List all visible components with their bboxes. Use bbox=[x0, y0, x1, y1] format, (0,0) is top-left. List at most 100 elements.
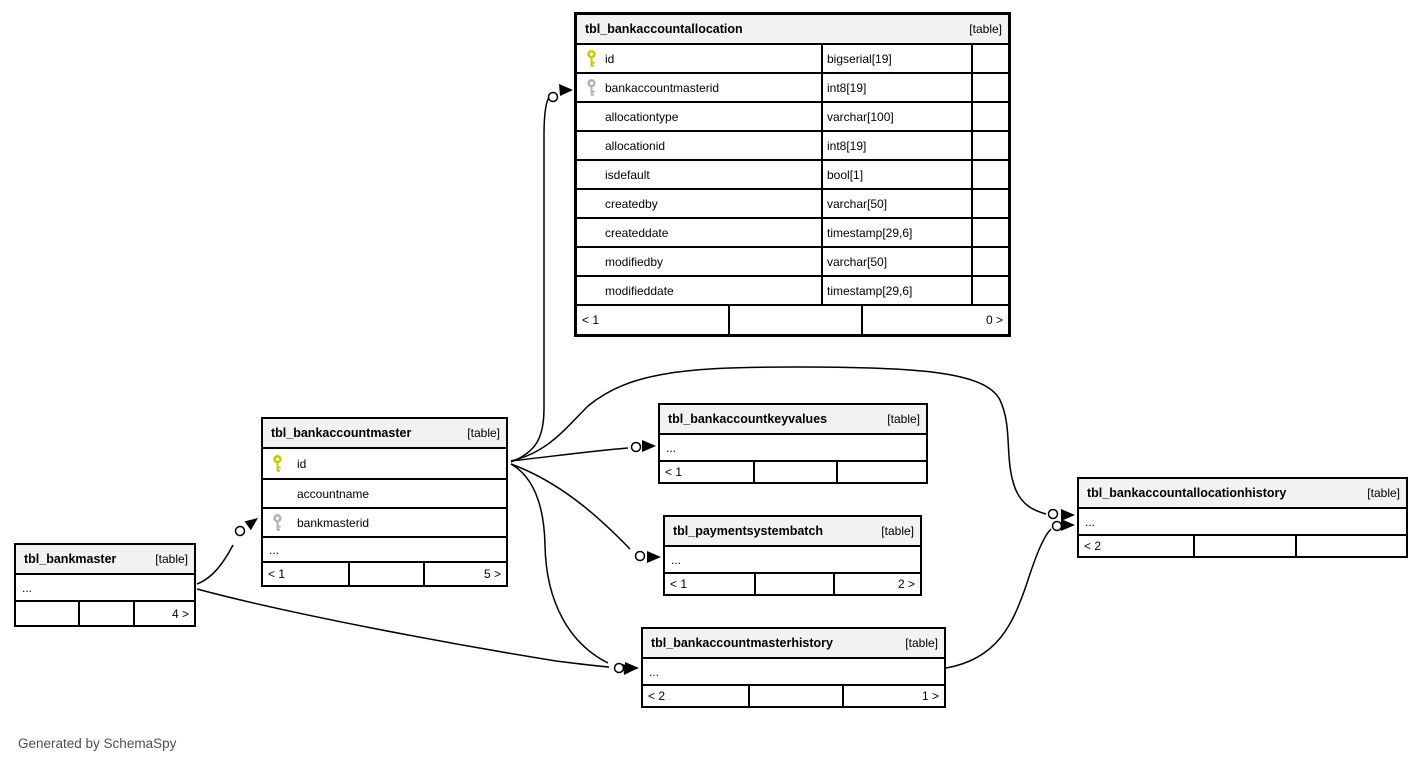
table-name-link[interactable]: tbl_bankmaster bbox=[24, 552, 117, 566]
children-count: 4 > bbox=[133, 602, 194, 625]
column-type: varchar[50] bbox=[821, 248, 971, 275]
table-header: tbl_bankaccountallocation [table] bbox=[577, 15, 1008, 45]
spare-cell bbox=[971, 161, 1008, 188]
column-row-bankmasterid: bankmasterid bbox=[263, 507, 506, 536]
table-name-link[interactable]: tbl_bankaccountkeyvalues bbox=[668, 412, 828, 426]
column-name: id bbox=[605, 51, 615, 66]
arrowhead bbox=[647, 551, 661, 563]
table-name-link[interactable]: tbl_bankaccountallocation bbox=[585, 22, 743, 36]
table-header: tbl_bankaccountmasterhistory [table] bbox=[643, 629, 944, 659]
arrowhead bbox=[1061, 519, 1075, 531]
parents-count: < 1 bbox=[670, 577, 688, 591]
column-type: varchar[50] bbox=[821, 190, 971, 217]
arrowhead bbox=[623, 664, 636, 675]
column-type: varchar[100] bbox=[821, 103, 971, 130]
column-name: allocationid bbox=[605, 138, 666, 153]
column-name: modifiedby bbox=[605, 254, 664, 269]
children-count: 1 > bbox=[841, 686, 944, 706]
arrowhead bbox=[642, 440, 656, 452]
table-name-link[interactable]: tbl_bankaccountmaster bbox=[271, 426, 412, 440]
column-row-createdby: createdby varchar[50] bbox=[577, 188, 1008, 217]
column-row-id: id bigserial[19] bbox=[577, 45, 1008, 72]
table-name-link[interactable]: tbl_bankaccountallocationhistory bbox=[1087, 486, 1287, 500]
column-name: isdefault bbox=[605, 167, 650, 182]
column-type: timestamp[29,6] bbox=[821, 277, 971, 304]
table-header: tbl_bankaccountallocationhistory [table] bbox=[1079, 479, 1406, 509]
children-count: 5 > bbox=[423, 563, 506, 585]
table-badge: [table] bbox=[467, 426, 500, 440]
spare-cell bbox=[971, 45, 1008, 72]
column-name: createddate bbox=[605, 225, 669, 240]
columns-ellipsis-row: ... bbox=[1079, 509, 1406, 534]
spare-cell bbox=[971, 132, 1008, 159]
crowfoot-circle bbox=[547, 91, 559, 103]
table-tbl_bankaccountkeyvalues: tbl_bankaccountkeyvalues [table] ... < 1 bbox=[658, 403, 928, 484]
column-list: id bigserial[19] bankaccountmasterid int8[1… bbox=[577, 45, 1008, 304]
footer-spacer bbox=[727, 306, 862, 334]
table-badge: [table] bbox=[905, 636, 938, 650]
arrowhead bbox=[1061, 509, 1075, 521]
table-badge: [table] bbox=[969, 22, 1002, 36]
arrowhead bbox=[559, 84, 573, 96]
column-name: createdby bbox=[605, 196, 658, 211]
column-name: bankmasterid bbox=[297, 515, 370, 530]
generated-by-caption: Generated by SchemaSpy bbox=[18, 736, 177, 751]
columns-ellipsis-row: ... bbox=[643, 659, 944, 684]
crowfoot-circle bbox=[634, 550, 646, 562]
column-row-allocationid: allocationid int8[19] bbox=[577, 130, 1008, 159]
arrowhead bbox=[244, 518, 258, 531]
spare-cell bbox=[971, 277, 1008, 304]
parents-count: < 1 bbox=[665, 465, 683, 479]
table-footer: < 1 bbox=[660, 460, 926, 482]
table-tbl_paymentsystembatch: tbl_paymentsystembatch [table] ... < 1 2… bbox=[663, 515, 922, 596]
table-name-link[interactable]: tbl_paymentsystembatch bbox=[673, 524, 824, 538]
table-badge: [table] bbox=[881, 524, 914, 538]
column-row-isdefault: isdefault bool[1] bbox=[577, 159, 1008, 188]
edge-bankmaster-to-master bbox=[196, 544, 234, 585]
footer-spacer bbox=[753, 462, 835, 482]
column-type: int8[19] bbox=[821, 132, 971, 159]
edge-master-to-allocation bbox=[510, 95, 551, 463]
column-name: ... bbox=[1085, 514, 1096, 529]
crowfoot-circle bbox=[1051, 520, 1063, 532]
parents-count: < 2 bbox=[1084, 539, 1102, 553]
column-name: ... bbox=[666, 440, 677, 455]
table-badge: [table] bbox=[155, 552, 188, 566]
footer-spacer bbox=[78, 602, 133, 625]
column-type: bigserial[19] bbox=[821, 45, 971, 72]
table-tbl_bankaccountmaster: tbl_bankaccountmaster [table] id accountn… bbox=[261, 417, 508, 587]
parents-count: < 1 bbox=[268, 567, 286, 581]
edge-master-to-paymentsystembatch bbox=[510, 463, 631, 550]
column-type: bool[1] bbox=[821, 161, 971, 188]
spare-cell bbox=[971, 103, 1008, 130]
footer-spacer bbox=[748, 686, 841, 706]
table-footer: < 1 0 > bbox=[577, 304, 1008, 334]
columns-ellipsis-row: ... bbox=[660, 435, 926, 460]
table-badge: [table] bbox=[1367, 486, 1400, 500]
table-header: tbl_paymentsystembatch [table] bbox=[665, 517, 920, 547]
column-name: accountname bbox=[297, 486, 370, 501]
table-tbl_bankaccountallocationhistory: tbl_bankaccountallocationhistory [table]… bbox=[1077, 477, 1408, 558]
table-tbl_bankaccountallocation: tbl_bankaccountallocation [table] id bigs… bbox=[574, 12, 1011, 337]
column-row-id: id bbox=[263, 449, 506, 478]
primary-key-icon bbox=[272, 454, 283, 473]
columns-ellipsis-row: ... bbox=[665, 547, 920, 572]
table-header: tbl_bankaccountkeyvalues [table] bbox=[660, 405, 926, 435]
parents-count: < 2 bbox=[648, 689, 666, 703]
table-tbl_bankaccountmasterhistory: tbl_bankaccountmasterhistory [table] ...… bbox=[641, 627, 946, 708]
column-name: modifieddate bbox=[605, 283, 674, 298]
column-name: ... bbox=[671, 552, 682, 567]
footer-spacer bbox=[1193, 536, 1294, 556]
column-name: bankaccountmasterid bbox=[605, 80, 720, 95]
column-name: allocationtype bbox=[605, 109, 679, 124]
children-count: 0 > bbox=[861, 306, 1008, 334]
primary-key-icon bbox=[586, 49, 597, 68]
table-footer: < 2 bbox=[1079, 534, 1406, 556]
table-name-link[interactable]: tbl_bankaccountmasterhistory bbox=[651, 636, 833, 650]
column-row-modifiedby: modifiedby varchar[50] bbox=[577, 246, 1008, 275]
column-name: id bbox=[297, 456, 307, 471]
crowfoot-circle bbox=[630, 441, 642, 453]
